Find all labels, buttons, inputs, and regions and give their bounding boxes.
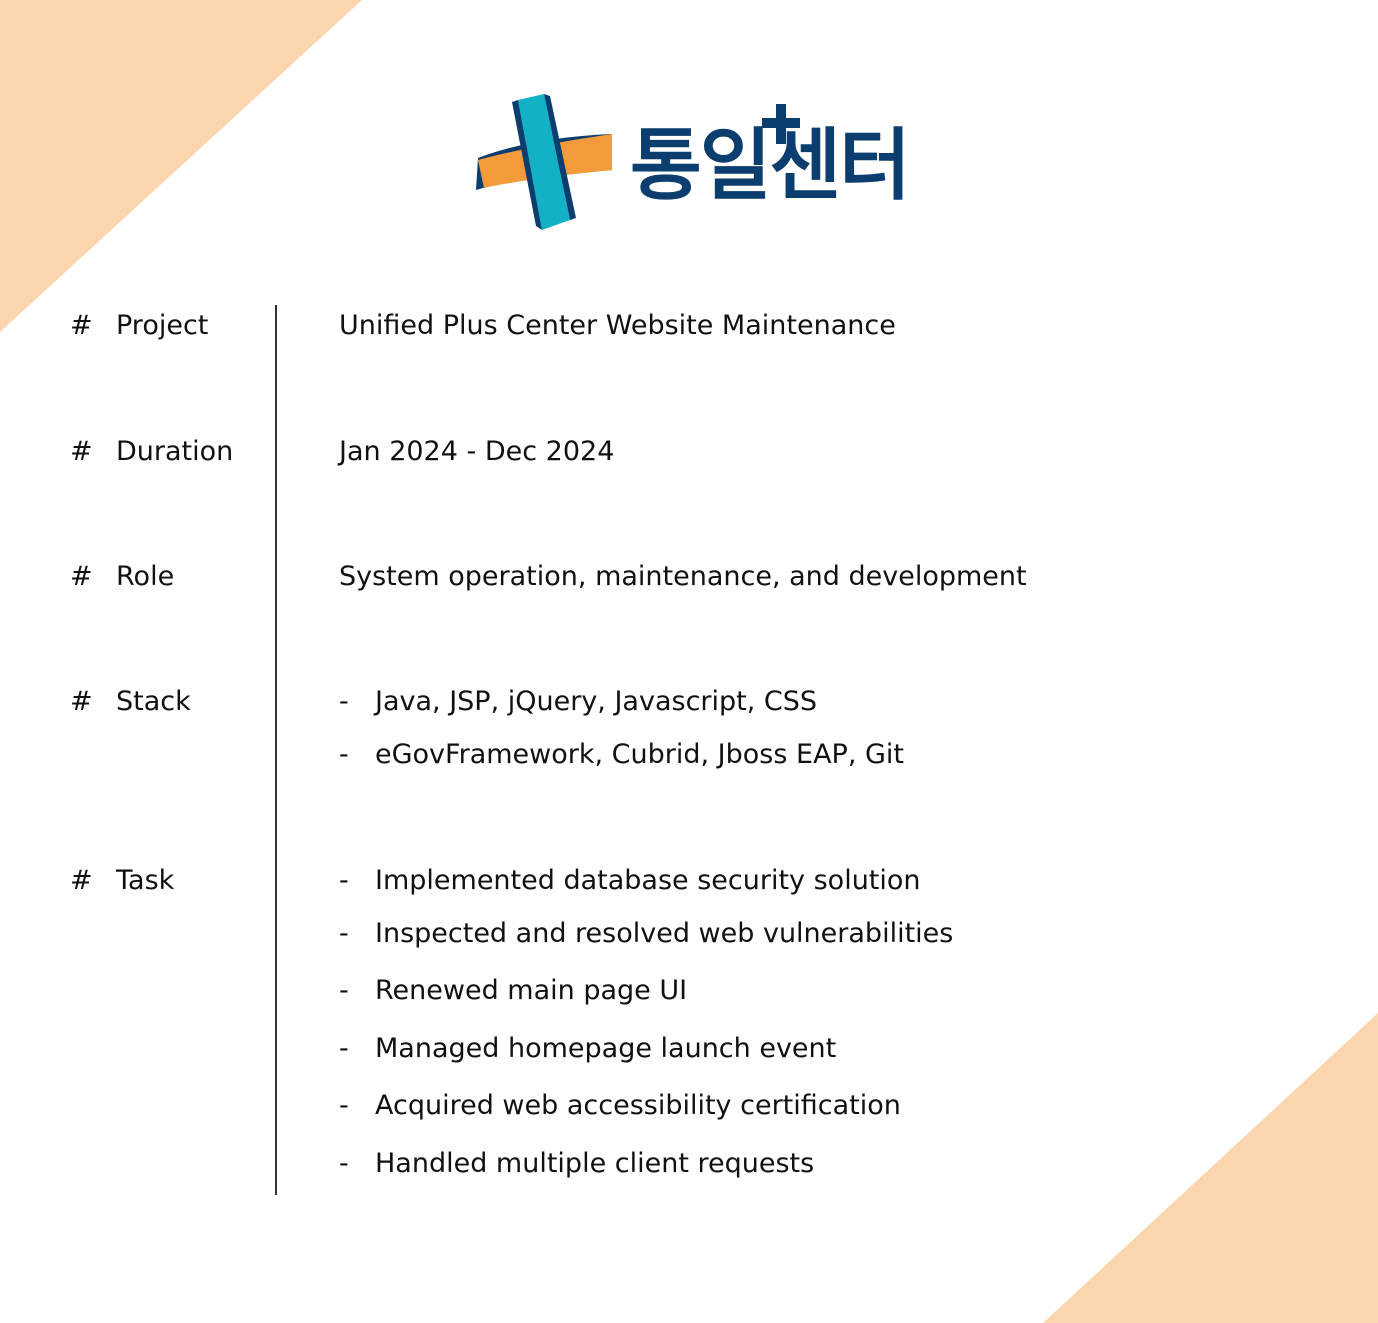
hash-mark: # [70,686,93,717]
duration-label: #Duration [70,436,234,467]
hash-mark: # [70,436,93,467]
task-item: -Managed homepage launch event [339,1033,837,1064]
role-label: #Role [70,561,175,592]
duration-value: Jan 2024 - Dec 2024 [339,436,615,467]
corner-decoration-bottom-right [1043,1013,1378,1323]
project-label: #Project [70,310,209,341]
task-label: #Task [70,865,175,896]
task-item: -Acquired web accessibility certificatio… [339,1090,901,1121]
role-value: System operation, maintenance, and devel… [339,561,1027,592]
stack-item: -eGovFramework, Cubrid, Jboss EAP, Git [339,739,904,770]
hash-mark: # [70,310,93,341]
stack-item: -Java, JSP, jQuery, Javascript, CSS [339,686,818,717]
column-divider [275,305,277,1195]
logo-text: 통일센터 [630,121,911,211]
task-item: -Renewed main page UI [339,975,688,1006]
project-value: Unified Plus Center Website Maintenance [339,310,896,341]
hash-mark: # [70,865,93,896]
task-item: -Inspected and resolved web vulnerabilit… [339,918,954,949]
hash-mark: # [70,561,93,592]
task-item: -Implemented database security solution [339,865,921,896]
stack-label: #Stack [70,686,191,717]
logo-mark [476,94,800,230]
task-item: -Handled multiple client requests [339,1148,815,1179]
corner-decoration-top-left [0,0,362,332]
